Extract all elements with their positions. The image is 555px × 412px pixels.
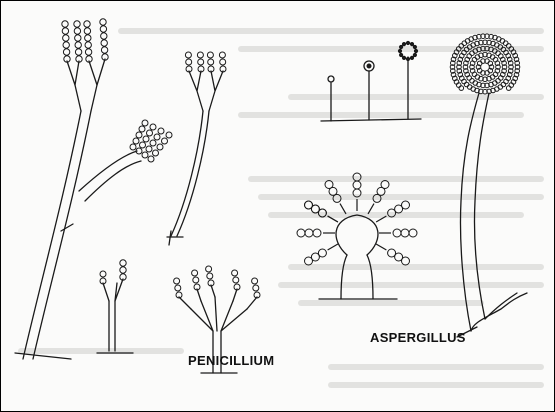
penicillium-small — [97, 279, 133, 353]
penicillium-label: PENICILLIUM — [188, 353, 274, 368]
spore-detail-layer — [62, 19, 520, 298]
aspergillus-label: ASPERGILLUS — [370, 330, 466, 345]
penicillium-branch-right — [167, 71, 223, 245]
penicillium-tall-conidiophore — [15, 59, 141, 359]
